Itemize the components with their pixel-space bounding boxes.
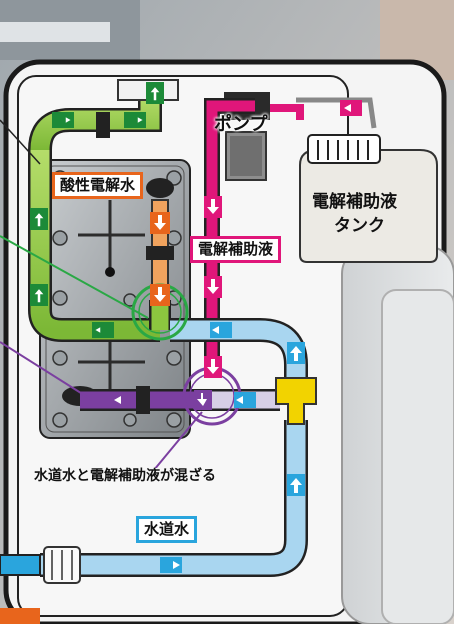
- label-pump: ポンプ: [214, 114, 268, 135]
- pink-arrows: [204, 100, 362, 378]
- label-tank-line2: タンク: [334, 216, 385, 236]
- label-tap-water: 水道水: [136, 516, 198, 543]
- flow-arrows: [30, 82, 362, 573]
- tank-cap: [307, 134, 381, 164]
- label-tank-line1: 電解補助液: [312, 192, 397, 212]
- label-acid-water: 酸性電解水: [52, 172, 144, 199]
- leader-line-green: [0, 235, 149, 319]
- label-electrolyte-liquid: 電解補助液: [190, 236, 282, 263]
- green-pipe-left: [30, 150, 160, 340]
- green-connector: [96, 112, 110, 138]
- green-arrows: [30, 82, 164, 338]
- inlet-pipe: [0, 554, 41, 576]
- blue-pipe-lower: [40, 420, 306, 575]
- leader-line-black: [0, 119, 41, 165]
- bottom-strip: [0, 608, 40, 624]
- leader-line-purple: [0, 341, 93, 401]
- tee-fitting: [275, 377, 317, 425]
- purple-arrows: [112, 390, 212, 410]
- label-mixing-note: 水道水と電解補助液が混ざる: [32, 468, 218, 484]
- leader-line-mix: [153, 411, 203, 471]
- orange-arrows: [150, 212, 170, 306]
- blue-arrows: [160, 322, 305, 573]
